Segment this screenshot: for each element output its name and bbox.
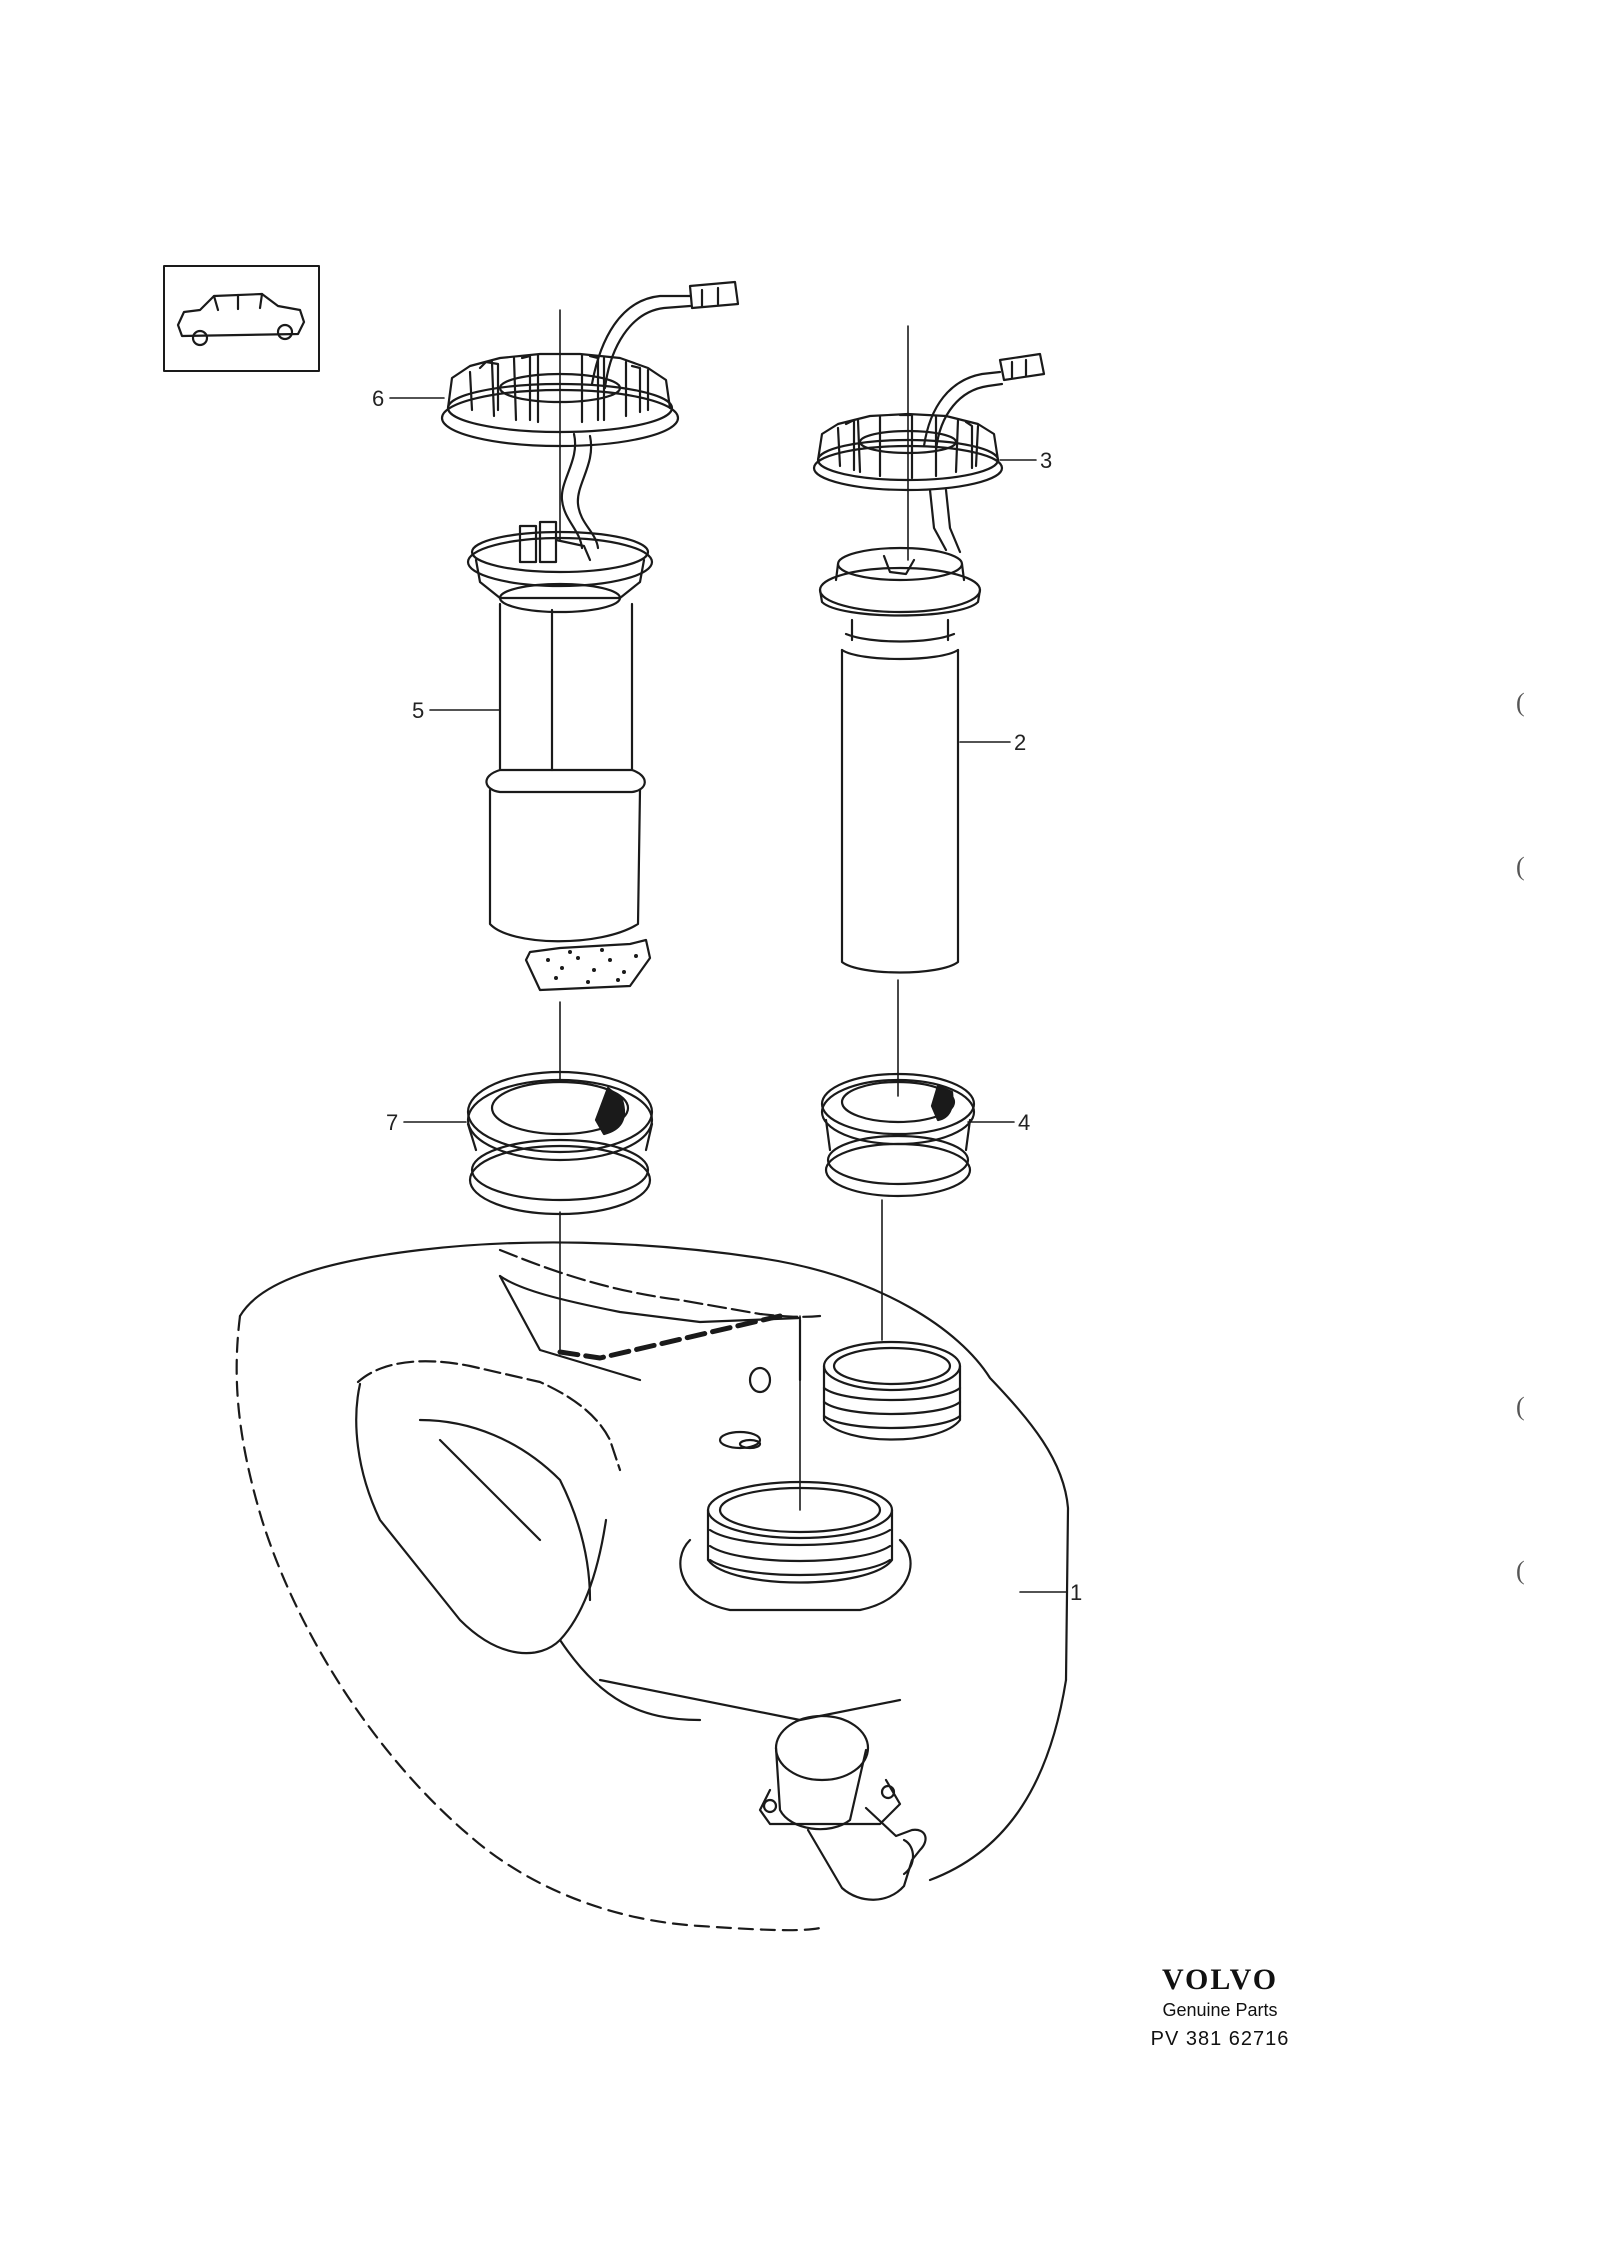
callout-3: 3 xyxy=(1040,448,1052,473)
diagram-code: PV 381 62716 xyxy=(1150,2028,1290,2050)
filler-neck-large xyxy=(679,1480,912,1612)
callout-5: 5 xyxy=(412,698,424,723)
filler-neck-small xyxy=(822,1340,962,1441)
margin-mark: ( xyxy=(1516,1556,1525,1585)
part-5-fuel-pump xyxy=(466,520,654,992)
margin-mark: ( xyxy=(1516,852,1525,881)
leader-lines xyxy=(389,309,1067,1593)
vehicle-thumbnail xyxy=(163,265,320,372)
margin-mark: ( xyxy=(1516,688,1525,717)
brand-block: VOLVO Genuine Parts PV 381 62716 xyxy=(1120,1962,1320,2056)
callout-6: 6 xyxy=(372,386,384,411)
callout-2: 2 xyxy=(1014,730,1026,755)
callout-labels: 6 3 5 2 7 4 1 xyxy=(372,386,1082,1605)
volvo-logo: VOLVO xyxy=(1161,1963,1279,1996)
brand-subtitle: Genuine Parts xyxy=(1162,2000,1278,2020)
callout-4: 4 xyxy=(1018,1110,1030,1135)
part-6-lock-ring xyxy=(440,280,740,550)
part-3-lock-ring xyxy=(812,352,1046,554)
callout-7: 7 xyxy=(386,1110,398,1135)
outlet-spout xyxy=(758,1714,927,1901)
part-2-sender-tube xyxy=(818,546,982,974)
part-7-grommet xyxy=(466,1070,654,1216)
callout-1: 1 xyxy=(1070,1580,1082,1605)
part-4-grommet xyxy=(820,1072,976,1198)
margin-mark: ( xyxy=(1516,1392,1525,1421)
part-1-reservoir xyxy=(235,1241,1070,1932)
